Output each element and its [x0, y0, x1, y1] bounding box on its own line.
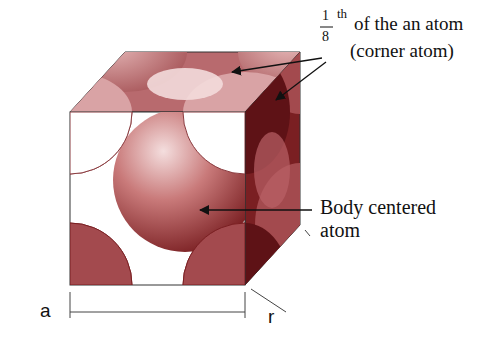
fraction-numerator: 1 — [322, 8, 329, 24]
callout-text: of the an atom — [354, 13, 463, 35]
callout-text: Body centered atom — [320, 196, 480, 242]
dimension-label: r — [268, 306, 274, 328]
ordinal-suffix: th — [337, 7, 347, 22]
fraction-denominator: 8 — [322, 29, 329, 45]
dimension-label: a — [40, 300, 51, 322]
callout-text: (corner atom) — [350, 40, 454, 62]
